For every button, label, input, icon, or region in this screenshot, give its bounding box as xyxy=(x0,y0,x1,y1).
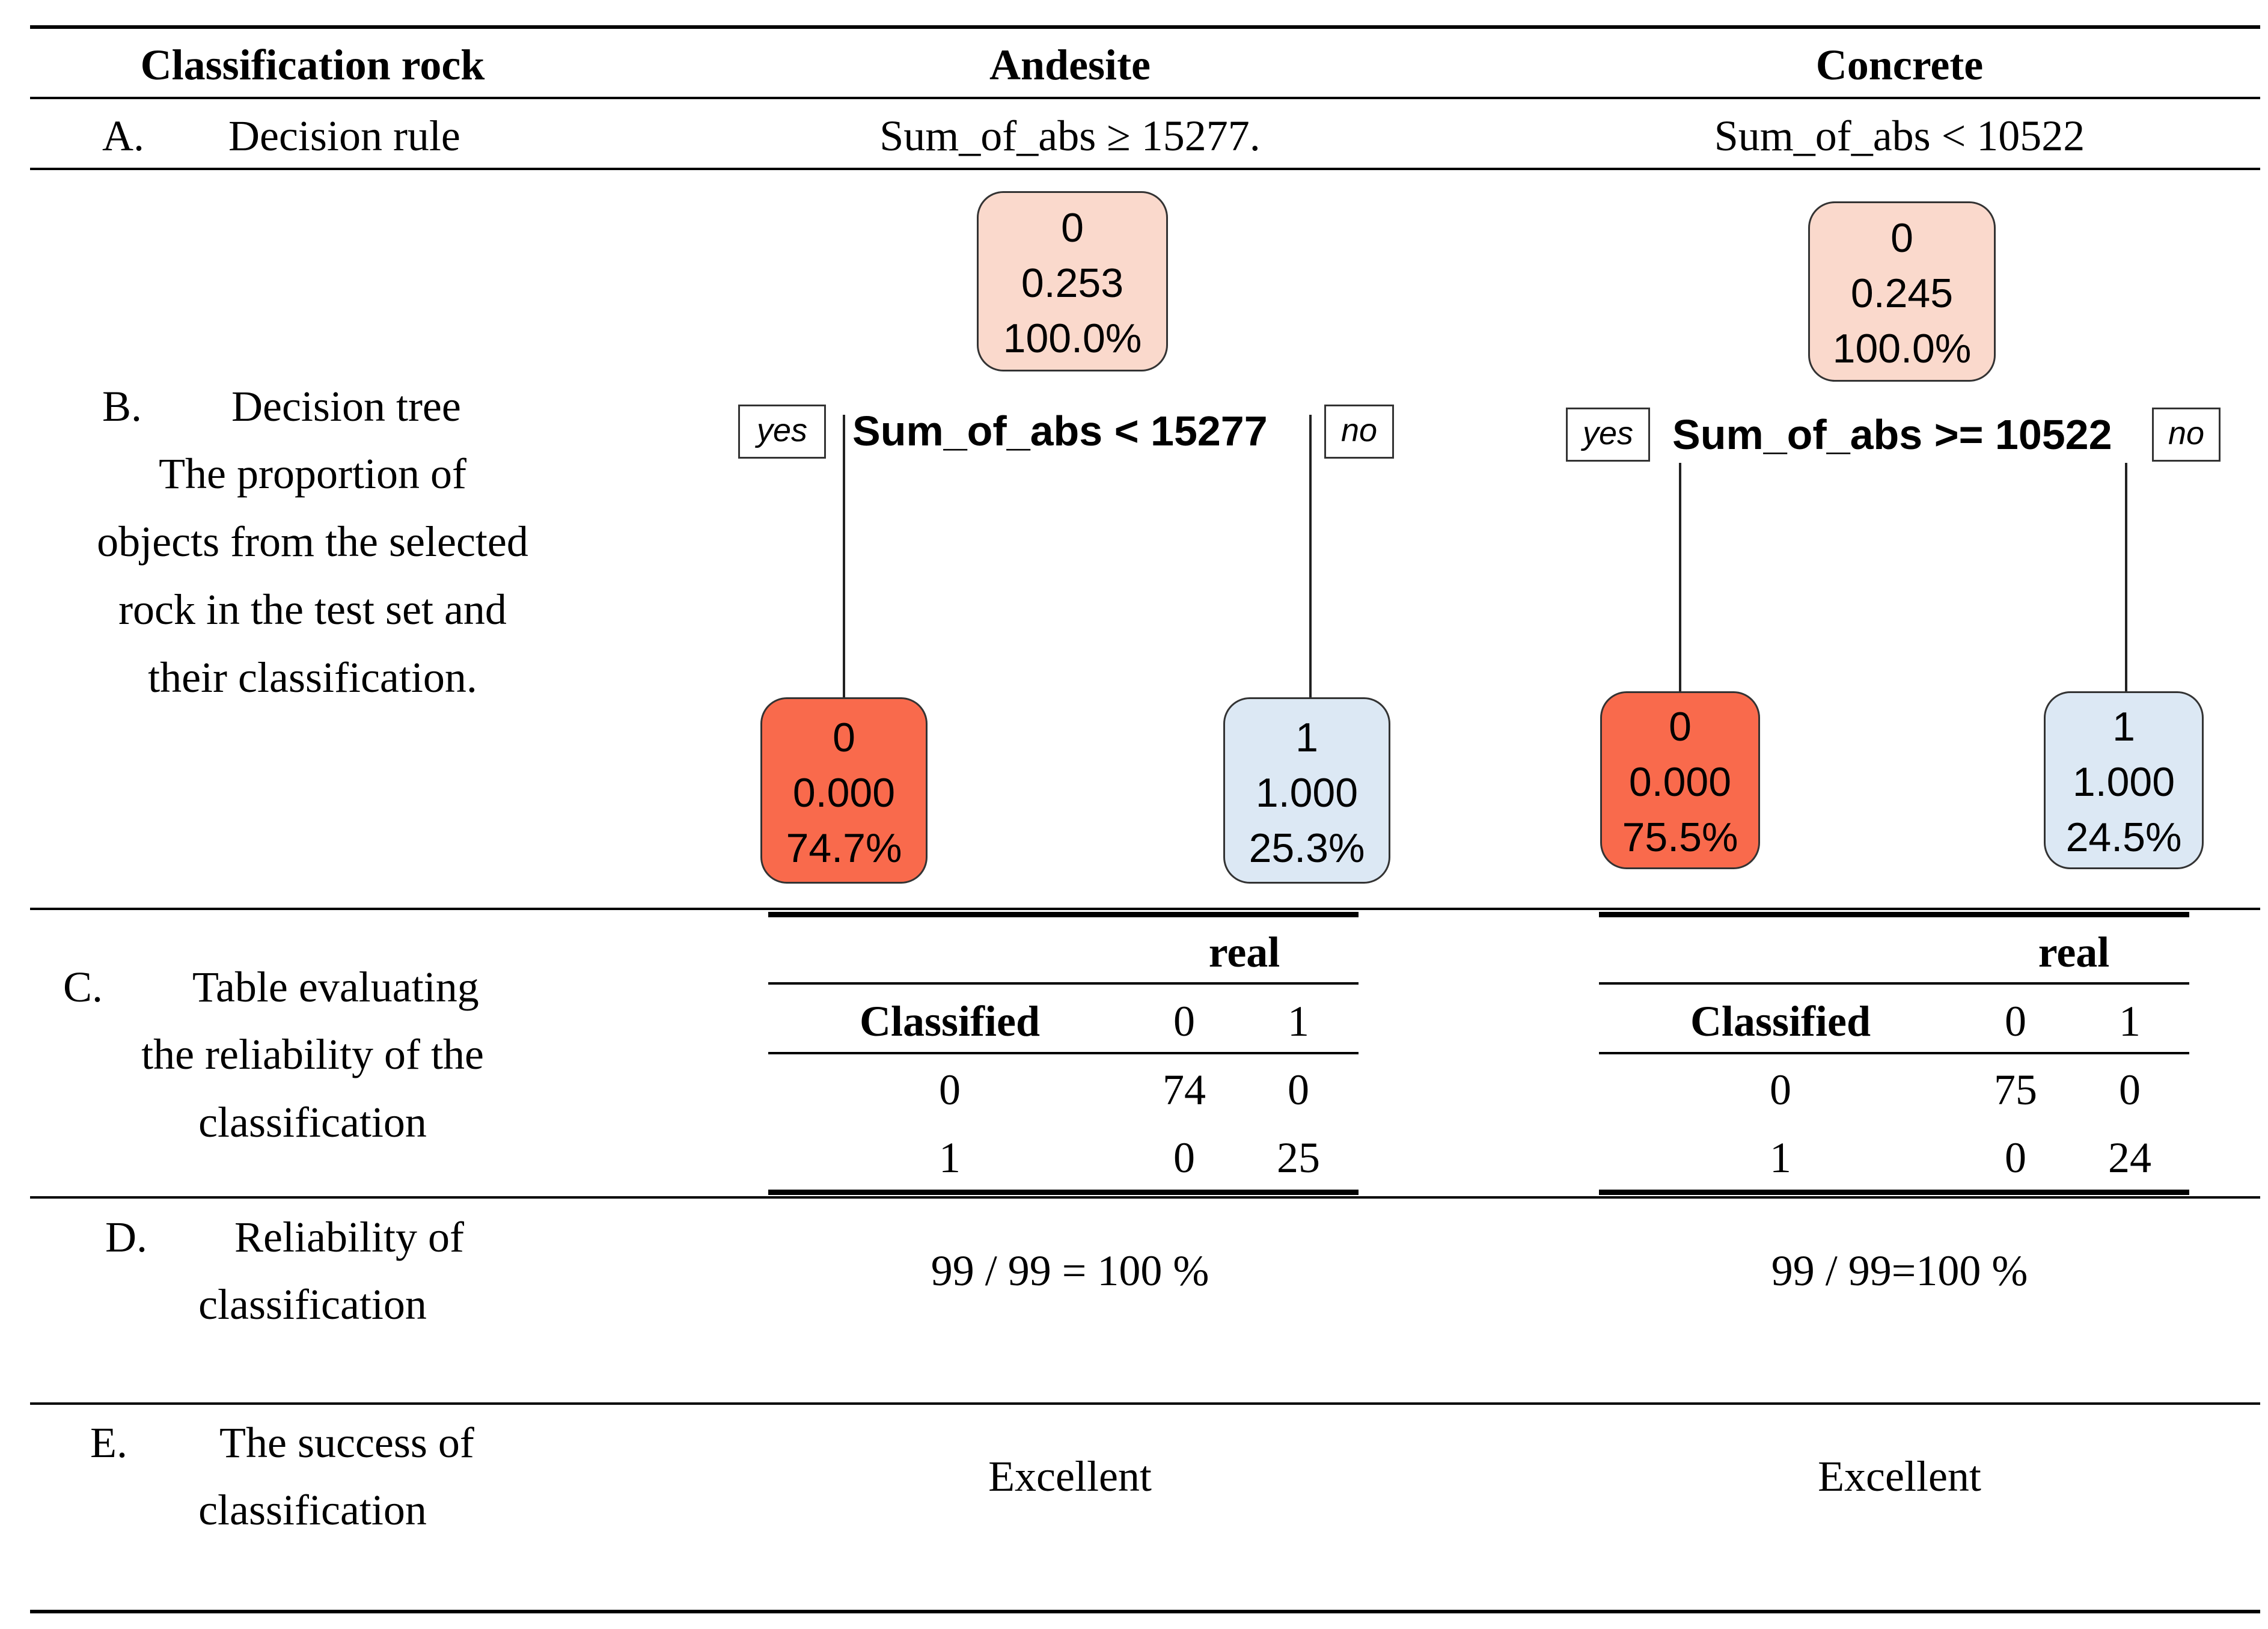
tree1-no-branch xyxy=(1309,415,1312,697)
matrix1-bottom-rule xyxy=(768,1190,1359,1195)
matrix1-row1-label: 1 xyxy=(939,1134,961,1182)
tree2-right-class: 1 xyxy=(2112,704,2135,750)
row-b-bottom-rule xyxy=(30,908,2260,910)
tree2-yes-tag: yes xyxy=(1566,408,1650,462)
tree1-left-node: 0 0.000 74.7% xyxy=(760,697,928,884)
row-b-label: Decision tree xyxy=(231,382,461,430)
row-d-bottom-rule xyxy=(30,1402,2260,1405)
matrix2-real-label: real xyxy=(2038,928,2110,976)
tree1-yes-branch xyxy=(843,415,845,697)
row-b-desc-2: objects from the selected xyxy=(97,518,528,566)
tree2-root-prob: 0.245 xyxy=(1850,270,1954,316)
matrix2-classified-header: Classified xyxy=(1690,997,1871,1045)
row-b-desc-3: rock in the test set and xyxy=(118,585,507,634)
tree2-right-node: 1 1.000 24.5% xyxy=(2044,691,2204,869)
matrix1-row1-val1: 25 xyxy=(1277,1134,1320,1182)
row-a-andesite-rule: Sum_of_abs ≥ 15277. xyxy=(879,112,1261,160)
tree2-root-class: 0 xyxy=(1891,215,1913,261)
tree2-left-class: 0 xyxy=(1669,704,1692,750)
matrix1-rule-3 xyxy=(768,1052,1359,1054)
tree1-yes-tag: yes xyxy=(738,405,826,459)
row-d-desc-1: classification xyxy=(198,1280,427,1328)
table-bottom-rule xyxy=(30,1610,2260,1613)
matrix1-col-1: 1 xyxy=(1288,997,1309,1045)
tree1-no-tag: no xyxy=(1324,405,1394,459)
matrix1-row0-val1: 0 xyxy=(1288,1066,1309,1114)
matrix1-rule-2 xyxy=(768,982,1359,985)
row-d-concrete-value: 99 / 99=100 % xyxy=(1771,1247,2028,1295)
matrix2-row0-label: 0 xyxy=(1770,1066,1791,1114)
tree1-root-class: 0 xyxy=(1061,205,1084,251)
tree2-yes-branch xyxy=(1679,463,1681,691)
row-b-desc-4: their classification. xyxy=(148,653,477,701)
matrix1-classified-header: Classified xyxy=(859,997,1041,1045)
row-c-label: Table evaluating xyxy=(192,963,479,1011)
matrix2-rule-2 xyxy=(1599,982,2189,985)
row-b-letter: B. xyxy=(102,382,142,430)
matrix2-row0-val1: 0 xyxy=(2119,1066,2141,1114)
row-e-desc-1: classification xyxy=(198,1486,427,1534)
header-bottom-rule xyxy=(30,97,2260,99)
row-e-letter: E. xyxy=(90,1419,127,1467)
tree1-split-label: Sum_of_abs < 15277 xyxy=(852,408,1268,454)
row-a-bottom-rule xyxy=(30,168,2260,170)
tree1-right-node: 1 1.000 25.3% xyxy=(1223,697,1390,884)
matrix1-row1-val0: 0 xyxy=(1173,1134,1195,1182)
matrix2-rule-3 xyxy=(1599,1052,2189,1054)
tree2-right-prob: 1.000 xyxy=(2072,759,2175,805)
row-e-andesite-value: Excellent xyxy=(988,1452,1152,1500)
table-top-rule xyxy=(30,25,2260,29)
header-concrete: Concrete xyxy=(1815,41,1984,89)
tree1-root-node: 0 0.253 100.0% xyxy=(977,191,1168,371)
matrix1-row0-label: 0 xyxy=(939,1066,961,1114)
matrix2-row0-val0: 75 xyxy=(1994,1066,2037,1114)
tree1-right-prob: 1.000 xyxy=(1255,770,1359,816)
row-c-desc-2: classification xyxy=(198,1098,427,1146)
tree1-right-pct: 25.3% xyxy=(1249,825,1365,871)
row-a-label: Decision rule xyxy=(228,112,460,160)
row-d-label: Reliability of xyxy=(234,1213,464,1261)
row-e-label: The success of xyxy=(219,1419,474,1467)
matrix2-bottom-rule xyxy=(1599,1190,2189,1195)
row-b-desc-1: The proportion of xyxy=(159,450,466,498)
row-a-concrete-rule: Sum_of_abs < 10522 xyxy=(1714,112,2085,160)
matrix1-col-0: 0 xyxy=(1173,997,1195,1045)
row-c-bottom-rule xyxy=(30,1196,2260,1199)
row-c-desc-1: the reliability of the xyxy=(141,1030,484,1078)
matrix2-col-1: 1 xyxy=(2119,997,2141,1045)
header-classification-rock: Classification rock xyxy=(140,41,485,89)
tree2-left-prob: 0.000 xyxy=(1628,759,1732,805)
matrix2-top-rule xyxy=(1599,912,2189,917)
tree2-left-pct: 75.5% xyxy=(1622,814,1738,860)
tree2-right-pct: 24.5% xyxy=(2065,814,2182,860)
row-c-letter: C. xyxy=(63,963,103,1011)
tree1-left-prob: 0.000 xyxy=(792,770,896,816)
tree1-right-class: 1 xyxy=(1295,715,1318,760)
tree2-root-pct: 100.0% xyxy=(1832,326,1972,371)
tree2-root-node: 0 0.245 100.0% xyxy=(1808,201,1996,382)
matrix1-top-rule xyxy=(768,912,1359,917)
matrix2-row1-val1: 24 xyxy=(2108,1134,2151,1182)
tree1-left-pct: 74.7% xyxy=(786,825,902,871)
header-andesite: Andesite xyxy=(989,41,1151,89)
tree2-no-tag: no xyxy=(2152,408,2221,462)
row-d-andesite-value: 99 / 99 = 100 % xyxy=(931,1247,1209,1295)
tree1-root-prob: 0.253 xyxy=(1021,260,1124,306)
row-d-letter: D. xyxy=(105,1213,147,1261)
tree2-split-label: Sum_of_abs >= 10522 xyxy=(1672,411,2112,458)
row-a-letter: A. xyxy=(102,112,144,160)
matrix1-row0-val0: 74 xyxy=(1163,1066,1206,1114)
row-e-concrete-value: Excellent xyxy=(1818,1452,1981,1500)
tree2-left-node: 0 0.000 75.5% xyxy=(1600,691,1760,869)
tree1-left-class: 0 xyxy=(833,715,855,760)
tree2-no-branch xyxy=(2125,463,2127,691)
tree1-root-pct: 100.0% xyxy=(1003,316,1142,361)
matrix2-col-0: 0 xyxy=(2005,997,2026,1045)
matrix2-row1-val0: 0 xyxy=(2005,1134,2026,1182)
matrix2-row1-label: 1 xyxy=(1770,1134,1791,1182)
matrix1-real-label: real xyxy=(1208,928,1280,976)
